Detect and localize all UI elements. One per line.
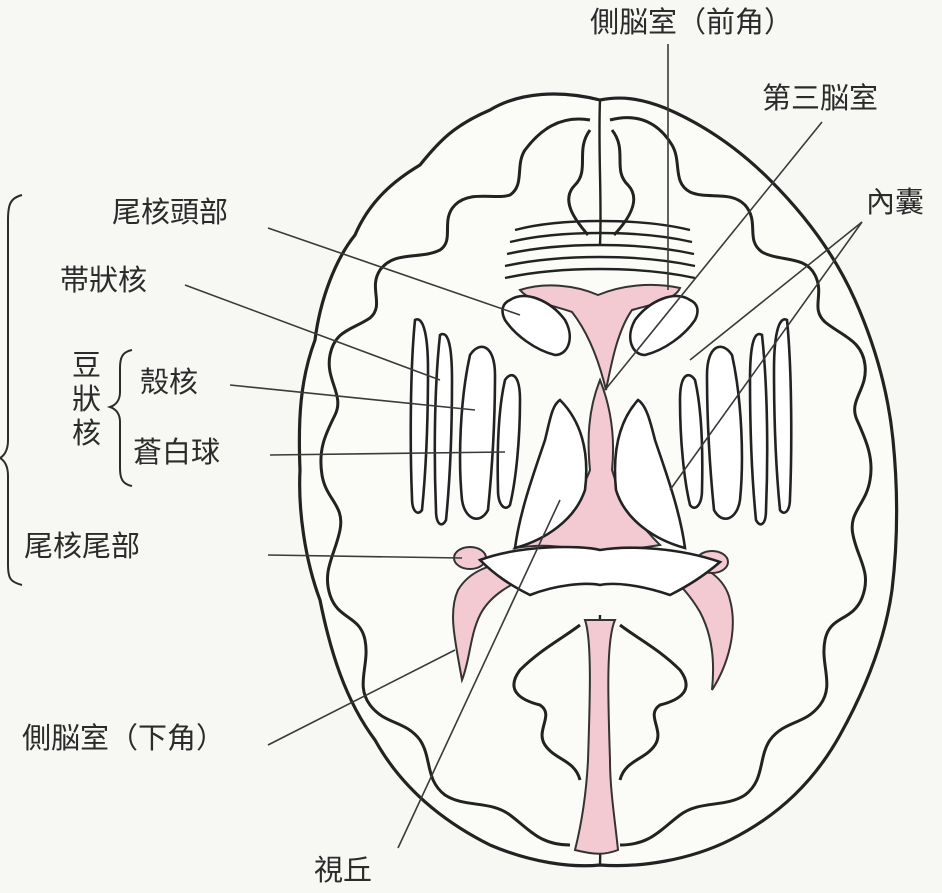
label-lentiform-nucleus: 豆狀核 bbox=[72, 348, 101, 450]
label-lentiform-char: 狀 bbox=[72, 382, 101, 416]
label-lateral-ventricle-inferior: 側脳室（下角） bbox=[22, 721, 225, 755]
label-globus-pallidus: 蒼白球 bbox=[133, 435, 220, 469]
label-caudate-tail: 尾核尾部 bbox=[24, 529, 140, 563]
label-thalamus: 視丘 bbox=[314, 853, 372, 887]
longitudinal-fissure-front bbox=[599, 100, 600, 245]
label-lateral-ventricle-anterior: 側脳室（前角） bbox=[590, 5, 793, 39]
lentiform-bracket bbox=[110, 350, 132, 486]
label-caudate-head: 尾核頭部 bbox=[112, 195, 228, 229]
left-bracket-group bbox=[0, 195, 132, 585]
label-lentiform-char: 豆 bbox=[72, 348, 101, 382]
label-cingulate-nucleus: 帯狀核 bbox=[60, 263, 147, 297]
outer-bracket bbox=[0, 195, 22, 585]
putamen-right bbox=[707, 347, 742, 519]
claustrum-right-2 bbox=[774, 319, 791, 512]
label-lentiform-char: 核 bbox=[72, 416, 101, 450]
label-internal-capsule: 內囊 bbox=[866, 185, 924, 219]
putamen-left bbox=[460, 347, 495, 519]
label-putamen: 殼核 bbox=[140, 365, 198, 399]
label-third-ventricle: 第三脳室 bbox=[762, 81, 878, 115]
claustrum-left-2 bbox=[411, 319, 428, 512]
